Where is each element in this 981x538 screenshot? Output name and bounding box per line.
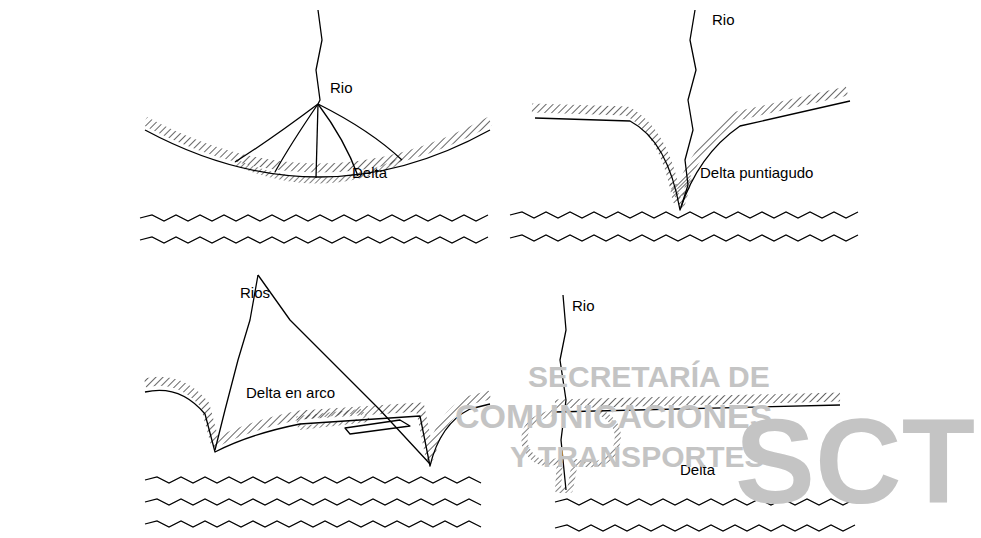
- river-label: Rio: [330, 80, 353, 97]
- sea-wave: [145, 499, 481, 505]
- watermark-text: Y TRANSPORTES: [510, 440, 765, 473]
- delta-label: Delta puntiagudo: [700, 165, 813, 182]
- sea-wave: [145, 521, 481, 527]
- delta-label: Delta en arco: [246, 385, 335, 402]
- river-label: Rios: [240, 285, 270, 302]
- watermark-text: COMUNICACIONES: [455, 398, 772, 435]
- watermark-text: SECRETARÍA DE: [528, 360, 770, 393]
- watermark-text: SCT: [735, 395, 975, 527]
- delta-label: Delta: [352, 165, 387, 182]
- river-label: Rio: [572, 298, 595, 315]
- sea-wave: [510, 235, 858, 241]
- sea-wave: [510, 212, 858, 218]
- river-label: Rio: [712, 12, 735, 29]
- sea-wave: [140, 237, 488, 243]
- sea-wave: [145, 477, 481, 483]
- sea-wave: [140, 215, 488, 221]
